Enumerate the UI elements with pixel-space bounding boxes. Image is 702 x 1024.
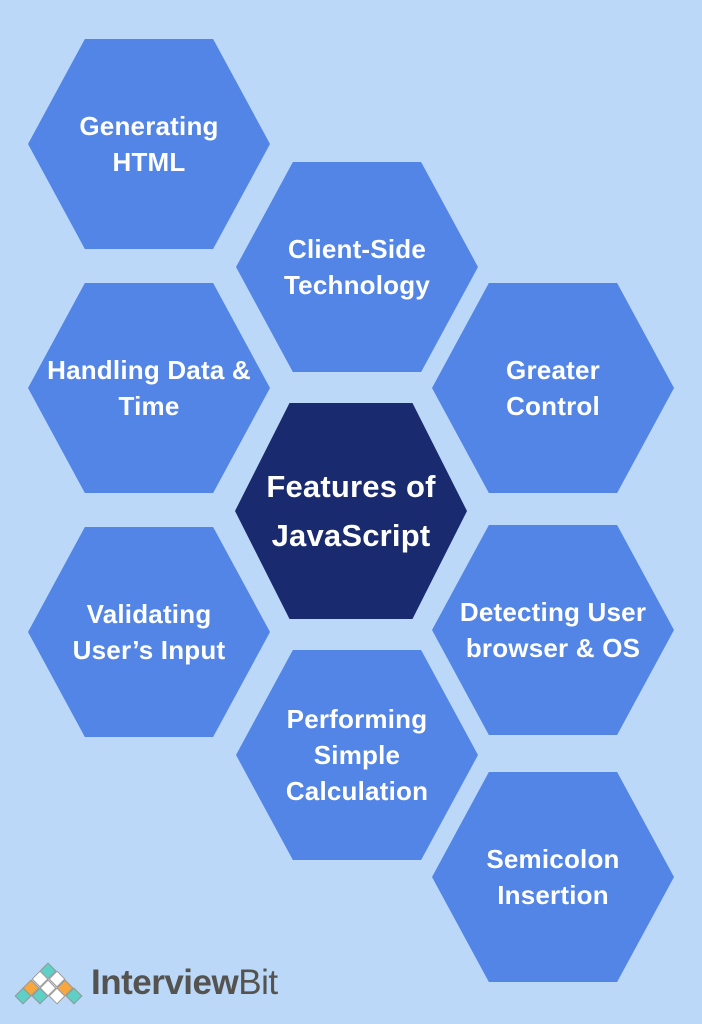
hexagon-handling-data-time: Handling Data & Time [28, 283, 270, 493]
interviewbit-wordmark: InterviewBit [91, 963, 278, 1003]
hexagon-label: Validating User’s Input [72, 599, 226, 665]
hexagon-validating-users-input: Validating User’s Input [28, 527, 270, 737]
hexagon-semicolon-insertion: Semicolon Insertion [432, 772, 674, 982]
wordmark-bit: Bit [238, 963, 278, 1002]
diagram-title: Features of JavaScript [266, 469, 436, 553]
hexagon-label: Greater Control [506, 355, 600, 421]
hexagon-detecting-user-browser-os: Detecting User browser & OS [432, 525, 674, 735]
interviewbit-pyramid-icon [14, 960, 82, 1006]
interviewbit-logo: InterviewBit [14, 960, 278, 1006]
hexagon-label: Performing Simple Calculation [285, 704, 429, 806]
hexagon-greater-control: Greater Control [432, 283, 674, 493]
hexagon-performing-simple-calculation: Performing Simple Calculation [236, 650, 478, 860]
hexagon-generating-html: Generating HTML [28, 39, 270, 249]
hexagon-features-of-javascript: Features of JavaScript [235, 403, 467, 619]
hexagon-label: Client-Side Technology [284, 234, 430, 300]
hexagon-label: Semicolon Insertion [486, 844, 620, 910]
hexagon-label: Detecting User browser & OS [459, 597, 647, 663]
hexagon-label: Handling Data & Time [47, 355, 251, 421]
hexagon-label: Generating HTML [79, 111, 219, 177]
wordmark-interview: Interview [91, 963, 239, 1002]
hexagon-client-side-technology: Client-Side Technology [236, 162, 478, 372]
